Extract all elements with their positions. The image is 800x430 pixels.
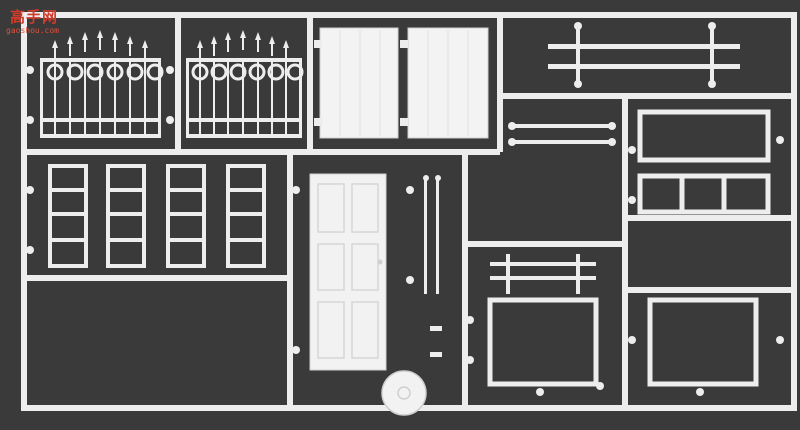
ladder-windows <box>48 164 266 268</box>
window-frame-upper <box>637 109 771 163</box>
watermark-subtext: gaoshou.com <box>6 26 59 35</box>
watermark-text: 高手网 <box>10 8 59 26</box>
rods <box>423 175 442 357</box>
gate-nubs <box>26 66 784 396</box>
shutters <box>314 27 489 139</box>
window-frame-bottom-right <box>647 297 759 387</box>
fence-panel-left <box>40 30 164 138</box>
fence-panel-right <box>186 30 304 138</box>
door-panel <box>309 173 387 371</box>
bench-rails <box>490 254 596 294</box>
site-watermark: 高手网 gaoshou.com <box>4 6 74 40</box>
window-frame-triple <box>637 173 771 215</box>
window-frame-bottom-left <box>487 297 599 387</box>
spindle-rails <box>508 122 616 146</box>
rail-set-top <box>548 22 740 88</box>
round-part <box>381 370 427 416</box>
